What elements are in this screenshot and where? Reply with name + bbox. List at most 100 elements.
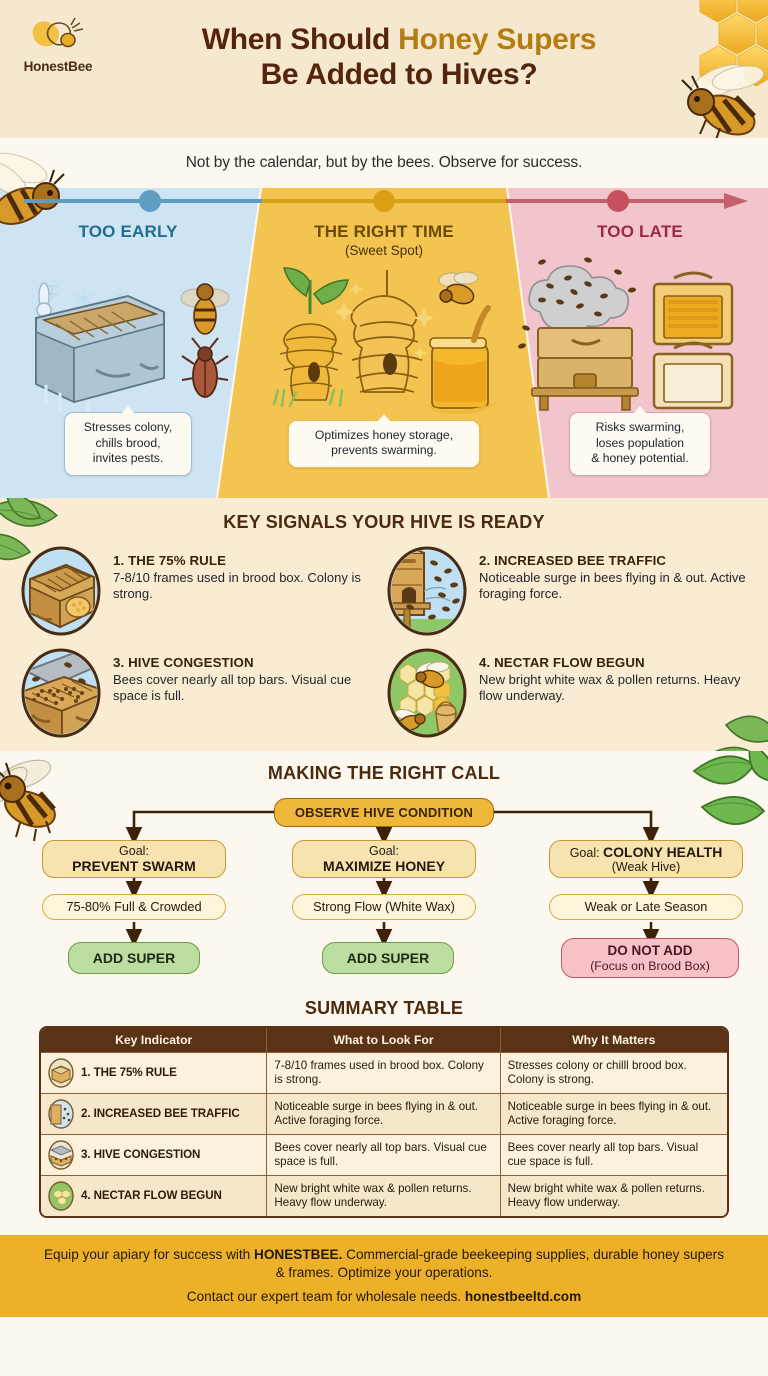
- signal-body: 7-8/10 frames used in brood box. Colony …: [113, 570, 361, 602]
- subtitle-strip: Not by the calendar, but by the bees. Ob…: [0, 138, 768, 225]
- flow-diagram: OBSERVE HIVE CONDITION Goal: PREVENT SWA…: [0, 794, 768, 990]
- swarming-hive-icon: [518, 257, 734, 411]
- signal-heading: 1. THE 75% RULE: [113, 553, 227, 568]
- flow-outcome-node: ADD SUPER: [322, 942, 454, 974]
- signal-item: 3. HIVE CONGESTION Bees cover nearly all…: [20, 645, 382, 739]
- table-cell-why: Bees cover nearly all top bars. Visual c…: [500, 1134, 727, 1175]
- honey-super-frame-icon: [652, 271, 734, 346]
- brood-box-frames-icon: [48, 1058, 74, 1088]
- timeline-col-right-time: THE RIGHT TIME (Sweet Spot): [256, 188, 512, 498]
- flow-condition-label: Weak or Late Season: [584, 898, 708, 914]
- signal-body: Noticeable surge in bees flying in & out…: [479, 570, 746, 602]
- flow-goal-node: Goal: COLONY HEALTH (Weak Hive): [549, 840, 743, 878]
- timeline-heading: THE RIGHT TIME: [314, 222, 454, 241]
- footer-website[interactable]: honestbeeltd.com: [464, 1289, 582, 1305]
- brand-logo[interactable]: HonestBee: [10, 14, 106, 74]
- brood-box-frames-icon: [21, 546, 101, 636]
- timeline-dot-too-late: [607, 190, 629, 212]
- signal-body: New bright white wax & pollen returns. H…: [479, 672, 741, 704]
- timeline-axis: [24, 190, 748, 212]
- flow-goal-prefix: Goal:: [569, 845, 604, 860]
- table-cell-indicator: 4. NECTAR FLOW BEGUN: [41, 1175, 268, 1216]
- key-signals-section: KEY SIGNALS YOUR HIVE IS READY: [0, 498, 768, 751]
- summary-table: Key Indicator What to Look For Why It Ma…: [39, 1026, 729, 1218]
- leaf-decoration-icon: [714, 715, 768, 751]
- congested-top-bars-icon: [21, 648, 101, 738]
- empty-frame-icon: [652, 341, 734, 410]
- flow-condition-label: Strong Flow (White Wax): [313, 898, 455, 914]
- cold-hive-icon: [35, 282, 230, 414]
- honey-jar-icon: [426, 305, 496, 414]
- table-col-what-to-look-for: What to Look For: [267, 1028, 501, 1052]
- footer-contact-text: Contact our expert team for wholesale ne…: [186, 1289, 465, 1305]
- table-cell-why: Stresses colony or chilll brood box. Col…: [500, 1052, 727, 1093]
- table-indicator-label: 1. THE 75% RULE: [81, 1065, 177, 1079]
- flow-root-label: OBSERVE HIVE CONDITION: [294, 804, 474, 820]
- flow-goal-prefix: Goal:: [119, 843, 149, 858]
- leaf-decoration-icon: [692, 751, 768, 825]
- table-cell-look-for: Noticeable surge in bees flying in & out…: [267, 1093, 501, 1134]
- table-indicator-label: 2. INCREASED BEE TRAFFIC: [81, 1106, 240, 1120]
- timeline-callout: Stresses colony, chills brood, invites p…: [64, 406, 192, 476]
- key-signals-title: KEY SIGNALS YOUR HIVE IS READY: [223, 512, 545, 532]
- signal-heading: 2. INCREASED BEE TRAFFIC: [479, 553, 667, 568]
- bee-small-icon: [415, 661, 450, 689]
- signal-body: Bees cover nearly all top bars. Visual c…: [113, 672, 352, 704]
- congested-top-bars-icon: [48, 1140, 74, 1170]
- footer-brand: HONESTBEE.: [254, 1247, 343, 1262]
- timeline-heading: TOO EARLY: [78, 222, 178, 241]
- flow-outcome-label: ADD SUPER: [92, 949, 176, 966]
- timeline-subheading: (Sweet Spot): [344, 243, 424, 258]
- beetle-pest-icon: [181, 337, 229, 398]
- table-cell-look-for: 7-8/10 frames used in brood box. Colony …: [267, 1052, 501, 1093]
- hive-entrance-traffic-icon: [387, 546, 467, 636]
- flow-outcome-node: DO NOT ADD (Focus on Brood Box): [561, 938, 739, 978]
- timeline-callout: Optimizes honey storage, prevents swarmi…: [288, 413, 480, 468]
- footer-text-c: Commercial-grade beekeeping supplies, du…: [275, 1247, 725, 1280]
- table-cell-indicator: 1. THE 75% RULE: [41, 1052, 268, 1093]
- swarm-cloud-icon: [518, 257, 636, 349]
- honey-skeps-jar-icon: [272, 267, 496, 414]
- signal-heading: 3. HIVE CONGESTION: [113, 655, 254, 670]
- timeline-dot-right-time: [373, 190, 395, 212]
- bee-illustration-icon: [0, 759, 56, 842]
- bee-small-icon: [180, 283, 230, 335]
- summary-section: SUMMARY TABLE Key Indicator What to Look…: [0, 996, 768, 1232]
- flow-condition-node: 75-80% Full & Crowded: [42, 894, 226, 920]
- timeline-section: TOO EARLY: [0, 188, 768, 498]
- flow-goal-node: Goal: PREVENT SWARM: [42, 840, 226, 878]
- table-row: 1. THE 75% RULE 7-8/10 frames used in br…: [41, 1052, 727, 1093]
- table-row: 4. NECTAR FLOW BEGUN New bright white wa…: [41, 1175, 727, 1216]
- signal-item: 4. NECTAR FLOW BEGUN New bright white wa…: [386, 645, 748, 739]
- timeline-col-too-late: TOO LATE: [512, 188, 768, 498]
- honeycomb-pollen-icon: [48, 1181, 74, 1211]
- flow-goal-main: PREVENT SWARM: [72, 858, 196, 875]
- flow-root-node: OBSERVE HIVE CONDITION: [274, 798, 494, 827]
- header: HonestBee When Should Honey Supers Be Ad…: [0, 0, 768, 138]
- title-line1-accent: Honey Supers: [398, 23, 597, 56]
- footer-text-a: Equip your apiary for success with: [43, 1247, 255, 1262]
- table-row: 3. HIVE CONGESTION Bees cover nearly all…: [41, 1134, 727, 1175]
- timeline-dot-too-early: [139, 190, 161, 212]
- flow-goal-main: COLONY HEALTH: [603, 843, 723, 860]
- title-line2: Be Added to Hives?: [260, 58, 538, 92]
- timeline-col-too-early: TOO EARLY: [0, 188, 256, 498]
- flow-outcome-label: ADD SUPER: [346, 949, 430, 966]
- flow-outcome-sublabel: (Focus on Brood Box): [590, 958, 710, 973]
- sparkle-icon: [334, 282, 434, 360]
- footer-line-1: Equip your apiary for success with HONES…: [40, 1246, 728, 1281]
- title-line1-plain: When Should: [201, 23, 399, 56]
- summary-title: SUMMARY TABLE: [304, 998, 464, 1018]
- flow-outcome-node: ADD SUPER: [68, 942, 200, 974]
- signal-item: 1. THE 75% RULE 7-8/10 frames used in br…: [20, 543, 382, 637]
- subtitle-text: Not by the calendar, but by the bees. Ob…: [185, 154, 583, 171]
- table-cell-indicator: 3. HIVE CONGESTION: [41, 1134, 268, 1175]
- table-header-row: Key Indicator What to Look For Why It Ma…: [41, 1028, 727, 1052]
- signal-heading: 4. NECTAR FLOW BEGUN: [479, 655, 645, 670]
- table-cell-why: Noticeable surge in bees flying in & out…: [500, 1093, 727, 1134]
- table-indicator-label: 4. NECTAR FLOW BEGUN: [81, 1188, 222, 1202]
- flow-goal-node: Goal: MAXIMIZE HONEY: [292, 840, 476, 878]
- table-col-why-it-matters: Why It Matters: [500, 1028, 727, 1052]
- table-cell-indicator: 2. INCREASED BEE TRAFFIC: [41, 1093, 268, 1134]
- flow-goal-prefix: Goal:: [369, 843, 399, 858]
